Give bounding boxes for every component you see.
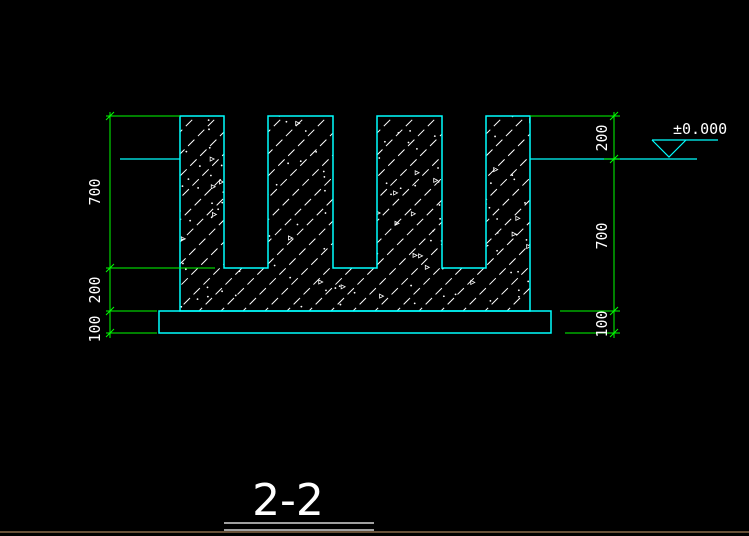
left-dim-700: 700 [86,178,104,205]
section-title: 2-2 [252,475,324,526]
left-dim-100: 100 [86,315,104,342]
left-dim-200: 200 [86,276,104,303]
left-dimension-chain [105,111,215,338]
level-marker-text: ±0.000 [673,120,727,138]
section-title-underline [224,522,374,531]
foundation-outline [179,115,531,312]
right-dim-100: 100 [593,310,611,337]
right-dim-700: 700 [593,222,611,249]
level-marker-symbol [651,139,718,158]
base-slab [158,310,552,334]
right-dim-200: 200 [593,124,611,151]
concrete-hatch [180,116,530,311]
right-dimension-chain [530,111,620,338]
